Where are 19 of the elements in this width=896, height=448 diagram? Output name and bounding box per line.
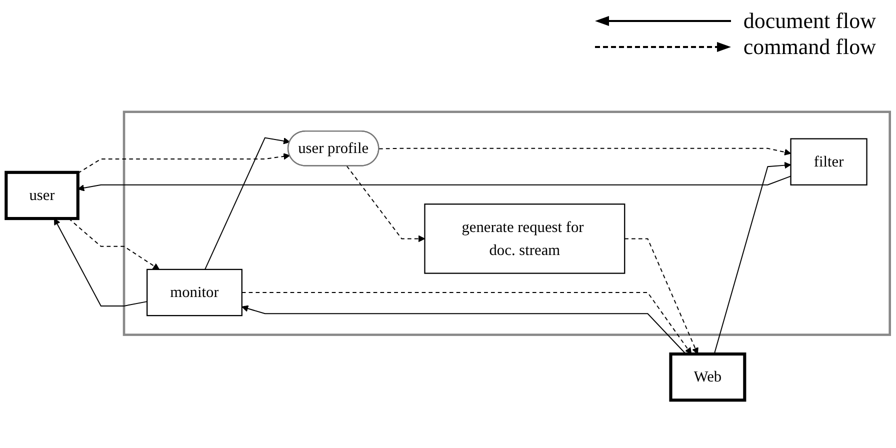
arrow [68, 218, 160, 270]
node-box: user [4, 170, 80, 220]
arrow [624, 238, 698, 354]
node-box: monitor [146, 268, 242, 316]
arrow [54, 218, 148, 306]
arrow [242, 305, 686, 354]
arrow [78, 176, 792, 192]
legend-text: command flow [743, 34, 876, 60]
legend-text: document flow [743, 8, 876, 34]
arrow [204, 137, 290, 270]
node-box: Web [669, 352, 746, 402]
arrow [378, 148, 792, 156]
arrow [77, 153, 290, 174]
node-box: filter [790, 138, 868, 186]
cluster [122, 110, 891, 336]
node-box: generate request for doc. stream [424, 204, 626, 274]
arrow [714, 162, 792, 354]
arrow [241, 292, 692, 354]
arrow [346, 166, 426, 242]
